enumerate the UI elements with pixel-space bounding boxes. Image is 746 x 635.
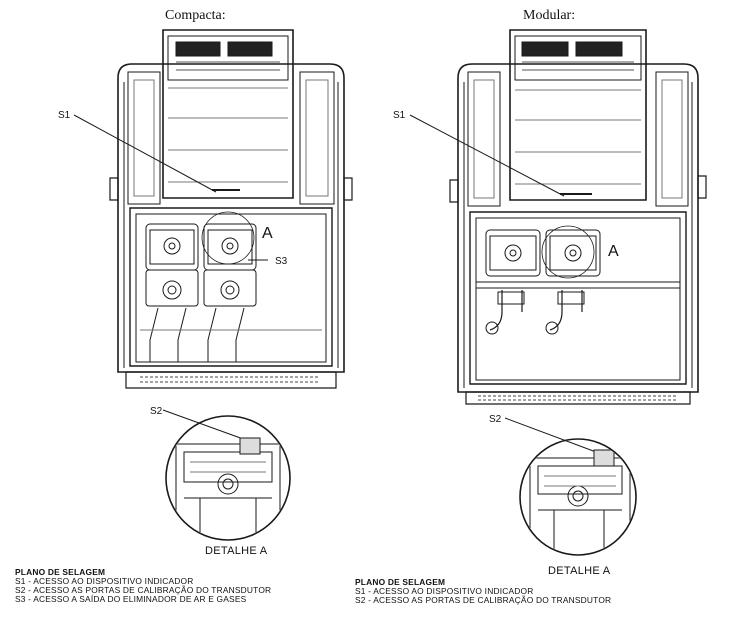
detail-a-compacta [165, 415, 291, 541]
leader-s1-left [73, 114, 217, 193]
legend-heading: PLANO DE SELAGEM [355, 577, 446, 587]
title-modular: Modular: [523, 8, 576, 23]
leader-s2-right [504, 417, 597, 453]
callout-a-left: A [262, 225, 273, 242]
legend-modular: PLANO DE SELAGEM S1 - ACESSO AO DISPOSIT… [355, 578, 611, 605]
legend-compacta: PLANO DE SELAGEM S1 - ACESSO AO DISPOSIT… [15, 568, 271, 604]
callout-s3: S3 [275, 256, 288, 267]
callout-s1-left: S1 [58, 110, 71, 121]
meter-right-modular [545, 229, 601, 277]
meter-left-modular [485, 229, 541, 277]
legend-item: S1 - ACESSO AO DISPOSITIVO INDICADOR [15, 576, 194, 586]
title-compacta: Compacta: [165, 8, 226, 23]
dispenser-modular [449, 29, 707, 405]
detail-caption-left: DETALHE A [205, 545, 268, 557]
callout-s2-left: S2 [150, 406, 163, 417]
leader-s1-right [409, 114, 565, 197]
legend-item: S1 - ACESSO AO DISPOSITIVO INDICADOR [355, 586, 534, 596]
legend-heading: PLANO DE SELAGEM [15, 567, 106, 577]
dispenser-compacta [109, 29, 353, 389]
legend-item: S3 - ACESSO A SAÍDA DO ELIMINADOR DE AR … [15, 594, 247, 604]
detail-caption-right: DETALHE A [548, 565, 611, 577]
detail-a-modular [519, 438, 637, 556]
meter-right-compacta [203, 223, 257, 307]
callout-s2-right: S2 [489, 414, 502, 425]
legend-item: S2 - ACESSO AS PORTAS DE CALIBRAÇÃO DO T… [15, 585, 272, 595]
leader-s2-left [162, 409, 247, 441]
meter-left-compacta [145, 223, 199, 307]
callout-s1-right: S1 [393, 110, 406, 121]
callout-a-right: A [608, 243, 619, 260]
legend-item: S2 - ACESSO AS PORTAS DE CALIBRAÇÃO DO T… [355, 595, 612, 605]
